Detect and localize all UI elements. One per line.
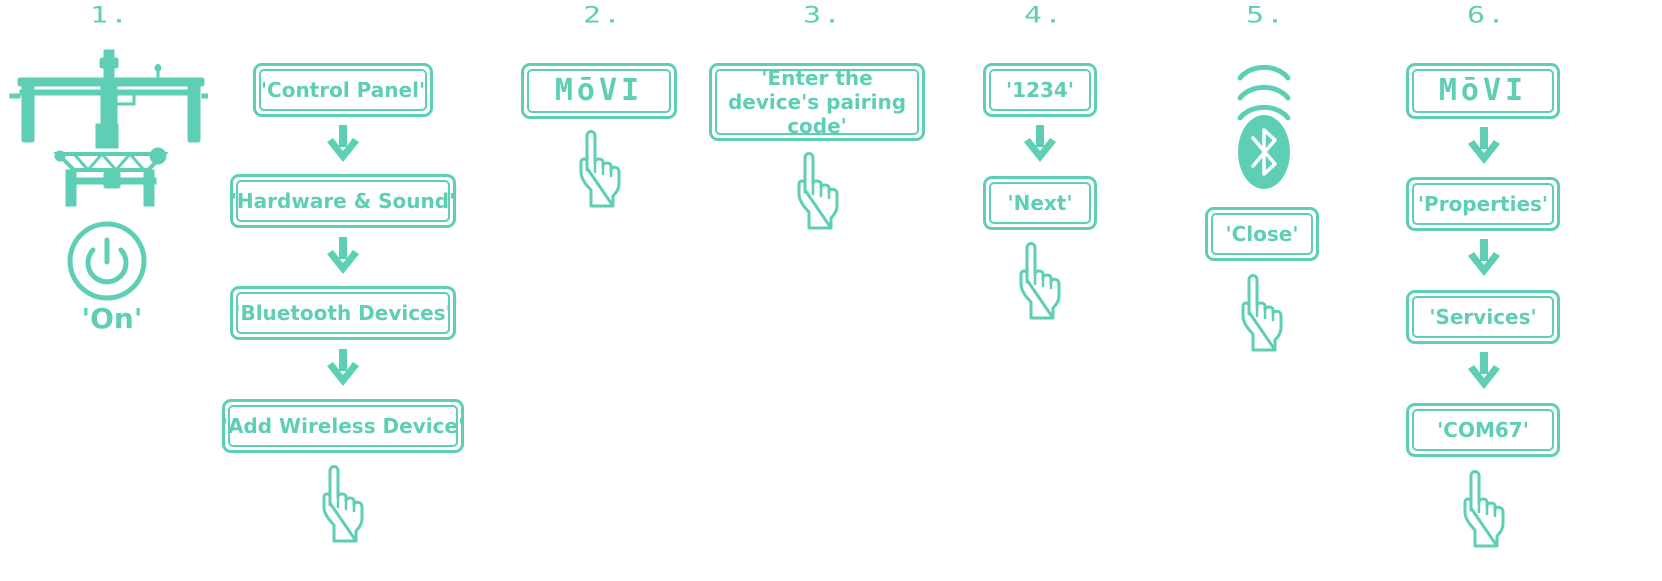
add-wireless-device-label: 'Add Wireless Device' xyxy=(221,414,465,438)
arrow-down-icon xyxy=(323,349,363,391)
com67-button[interactable]: 'COM67' xyxy=(1406,403,1560,457)
arrow-down-icon xyxy=(323,237,363,279)
step-number-3: 3. xyxy=(802,2,844,29)
control-panel-button[interactable]: 'Control Panel' xyxy=(253,63,433,117)
close-button[interactable]: 'Close' xyxy=(1205,207,1319,261)
bluetooth-icon xyxy=(1238,115,1290,189)
next-label: 'Next' xyxy=(1007,191,1073,215)
step-number-2: 2. xyxy=(582,2,624,29)
power-icon[interactable] xyxy=(66,220,148,302)
pointing-hand-icon xyxy=(318,463,368,547)
add-wireless-device-button[interactable]: 'Add Wireless Device' xyxy=(222,399,464,453)
power-on-label: 'On' xyxy=(81,302,143,335)
step-number-6: 6. xyxy=(1466,2,1508,29)
properties-label: 'Properties' xyxy=(1417,192,1549,216)
hardware-sound-label: 'Hardware & Sound' xyxy=(230,189,456,213)
step-number-1: 1. xyxy=(89,2,131,29)
pairing-code-1234-field[interactable]: '1234' xyxy=(983,63,1097,117)
pointing-hand-icon xyxy=(575,128,625,212)
arrow-down-icon xyxy=(1464,239,1504,281)
pointing-hand-icon xyxy=(793,150,843,234)
services-label: 'Services' xyxy=(1429,305,1537,329)
movi-device-label: MōVI xyxy=(554,73,644,108)
properties-button[interactable]: 'Properties' xyxy=(1406,177,1560,231)
step-number-5: 5. xyxy=(1245,2,1287,29)
bluetooth-devices-button[interactable]: 'Bluetooth Devices' xyxy=(230,286,456,340)
arrow-down-icon xyxy=(1464,127,1504,169)
pairing-code-prompt-button[interactable]: 'Enter the device's pairing code' xyxy=(709,63,925,141)
pointing-hand-icon xyxy=(1237,272,1287,356)
next-button[interactable]: 'Next' xyxy=(983,176,1097,230)
bluetooth-devices-label: 'Bluetooth Devices' xyxy=(234,301,452,325)
pointing-hand-icon xyxy=(1459,468,1509,552)
wireless-signal-icon xyxy=(1237,64,1291,120)
movi-device-label: MōVI xyxy=(1438,73,1528,108)
hardware-sound-button[interactable]: 'Hardware & Sound' xyxy=(230,174,456,228)
pairing-code-prompt-label: 'Enter the device's pairing code' xyxy=(727,66,907,138)
step-number-4: 4. xyxy=(1023,2,1065,29)
close-label: 'Close' xyxy=(1225,222,1299,246)
services-button[interactable]: 'Services' xyxy=(1406,290,1560,344)
arrow-down-icon xyxy=(1464,352,1504,394)
pointing-hand-icon xyxy=(1015,240,1065,324)
arrow-down-icon xyxy=(1020,125,1060,167)
movi-device-button-step6[interactable]: MōVI xyxy=(1406,63,1560,119)
control-panel-label: 'Control Panel' xyxy=(260,78,426,102)
pairing-code-value: '1234' xyxy=(1006,78,1074,102)
com67-label: 'COM67' xyxy=(1437,418,1529,442)
movi-device-button[interactable]: MōVI xyxy=(521,63,677,119)
arrow-down-icon xyxy=(323,125,363,167)
gimbal-icon xyxy=(9,49,208,207)
